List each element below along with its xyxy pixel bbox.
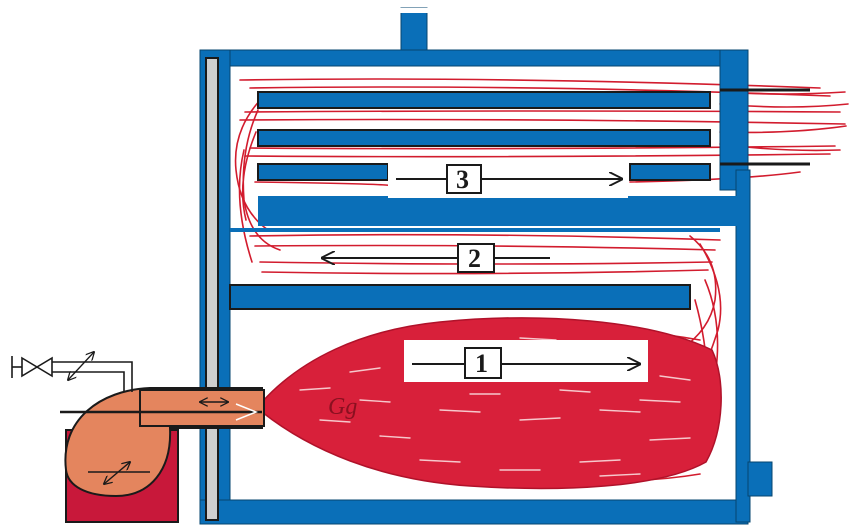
fuel-valve-icon (11, 356, 53, 378)
adjust-arrow-icon (104, 462, 130, 484)
flame-label: Gg (328, 394, 357, 420)
pass-1-label: 1 (475, 349, 488, 378)
tube-row-lower (258, 196, 738, 226)
pass-3-label: 3 (456, 165, 469, 194)
pass-1-marker: 1 (404, 340, 648, 382)
adjust-arrow-icon (68, 352, 94, 380)
door-panel (205, 57, 219, 521)
pass-2-label: 2 (468, 244, 481, 273)
pass-3-label-box (446, 164, 482, 194)
pass-3-marker: 3 (388, 160, 628, 198)
flame-streaks (299, 337, 691, 477)
tube-rows (257, 91, 738, 226)
tube-row-third-right (629, 163, 711, 181)
furnace-ceiling (229, 228, 720, 310)
flue-outlet (720, 88, 810, 166)
tube-row-top (257, 91, 711, 109)
burner-assembly (60, 387, 265, 523)
pass-2-marker: 2 (322, 243, 550, 273)
tube-row-third-left (257, 163, 389, 181)
tube-row-second (257, 129, 711, 147)
fuel-line (52, 352, 133, 392)
burner-tube (139, 389, 265, 427)
